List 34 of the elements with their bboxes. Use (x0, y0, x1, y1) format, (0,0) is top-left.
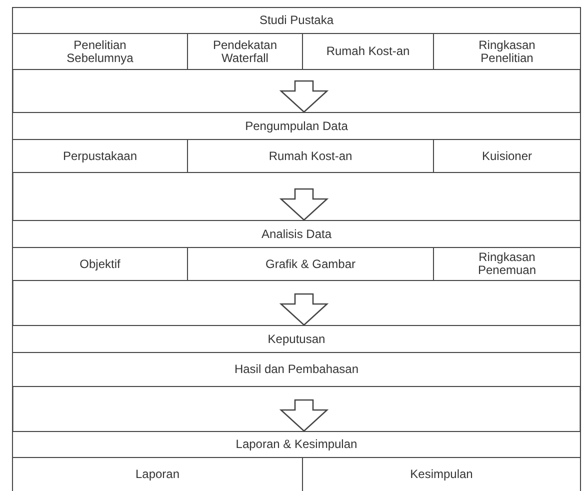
cell-text: Pengumpulan Data (245, 120, 348, 132)
cell-text: Perpustakaan (62, 150, 138, 162)
table-cell (12, 431, 581, 458)
table-cell (12, 352, 581, 387)
table-cell (12, 325, 581, 353)
block-arrow (279, 293, 329, 326)
cell-text: Ringkasan Penemuan (476, 251, 538, 277)
block-arrow (279, 80, 329, 113)
cell-text: Rumah Kost-an (268, 150, 352, 162)
cell-text: Pendekatan Waterfall (212, 38, 278, 64)
table-cell (12, 139, 188, 173)
cell-text: Ringkasan Penelitian (478, 38, 536, 64)
block-arrow (279, 399, 329, 432)
table-cell (12, 247, 188, 281)
cell-text: Kesimpulan (410, 468, 473, 481)
cell-text: Laporan & Kesimpulan (236, 438, 358, 451)
table-cell (433, 247, 581, 281)
table-cell (12, 220, 581, 248)
cell-text: Objektif (80, 258, 120, 270)
table-cell (433, 139, 581, 173)
cell-text: Keputusan (268, 332, 326, 346)
cell-text: Hasil dan Pembahasan (234, 363, 359, 376)
table-cell (12, 112, 581, 140)
table-cell (12, 7, 581, 34)
cell-text: Analisis Data (261, 228, 332, 240)
table-cell (433, 33, 581, 70)
cell-text: Grafik & Gambar (265, 258, 356, 270)
cell-text: Laporan (135, 468, 180, 481)
cell-text: Studi Pustaka (259, 14, 334, 27)
table-cell (12, 33, 188, 70)
cell-text: Penelitian Sebelumnya (66, 38, 134, 64)
cell-text: Rumah Kost-an (326, 45, 410, 58)
block-arrow (279, 188, 329, 221)
cell-text: Kuisioner (482, 150, 532, 162)
